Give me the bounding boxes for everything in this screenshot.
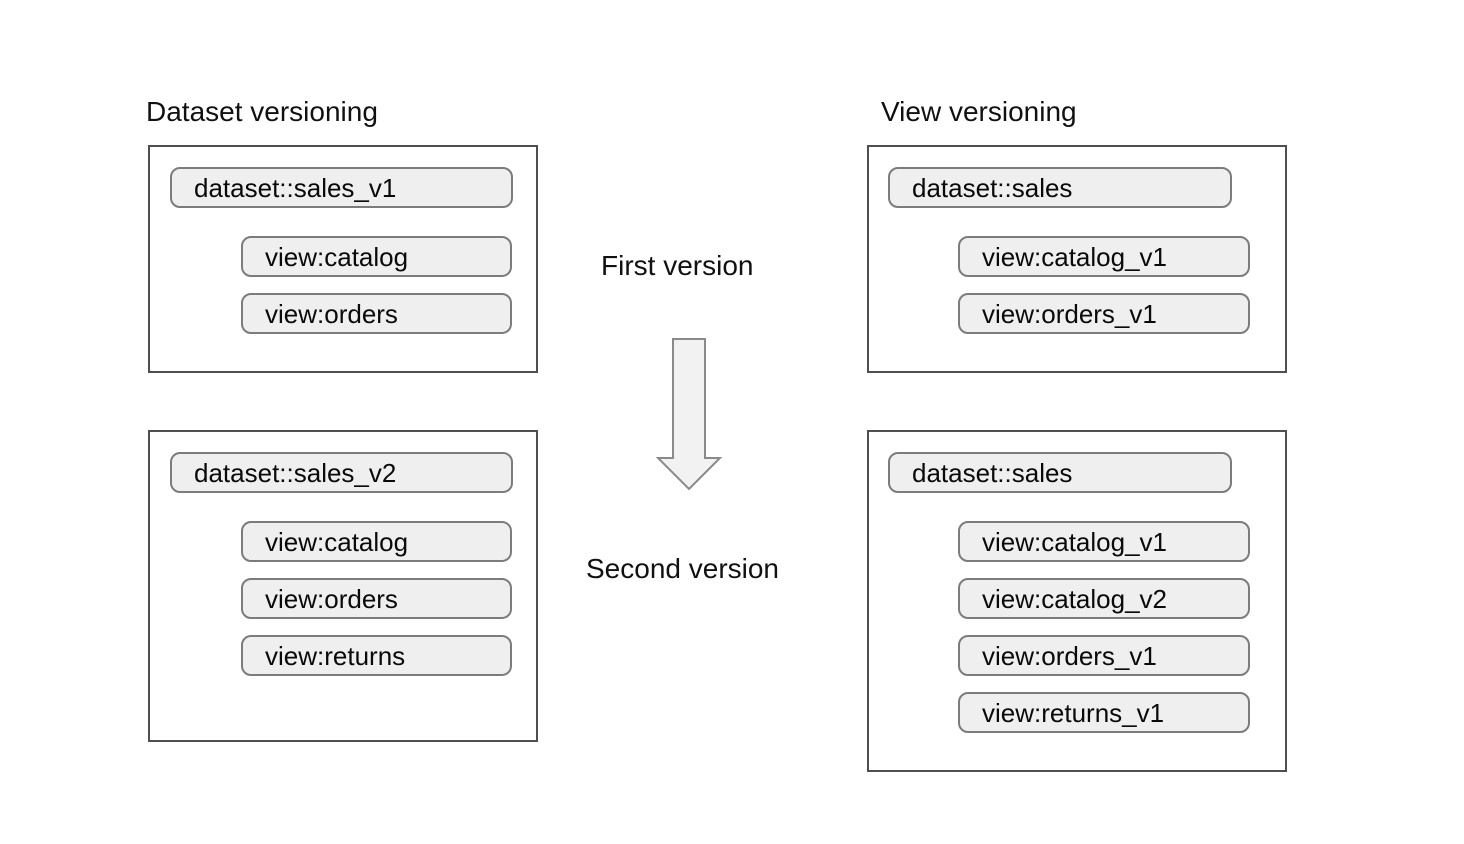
view-pill: view:catalog_v1	[958, 521, 1250, 562]
down-arrow-icon	[656, 338, 722, 491]
dataset-versioning-v2-box: dataset::sales_v2 view:catalog view:orde…	[148, 430, 538, 742]
dataset-versioning-v1-box: dataset::sales_v1 view:catalog view:orde…	[148, 145, 538, 373]
dataset-pill: dataset::sales	[888, 452, 1232, 493]
first-version-label: First version	[601, 250, 754, 281]
view-pill: view:orders	[241, 578, 512, 619]
view-pill: view:catalog_v1	[958, 236, 1250, 277]
view-pill: view:orders_v1	[958, 293, 1250, 334]
view-versioning-v1-box: dataset::sales view:catalog_v1 view:orde…	[867, 145, 1287, 373]
view-versioning-v2-box: dataset::sales view:catalog_v1 view:cata…	[867, 430, 1287, 772]
second-version-label: Second version	[586, 553, 780, 584]
view-pill: view:catalog	[241, 236, 512, 277]
dataset-versioning-title: Dataset versioning	[146, 96, 378, 127]
view-pill: view:catalog	[241, 521, 512, 562]
view-pill: view:orders	[241, 293, 512, 334]
dataset-pill: dataset::sales_v1	[170, 167, 513, 208]
dataset-pill: dataset::sales_v2	[170, 452, 513, 493]
view-pill: view:returns	[241, 635, 512, 676]
view-pill: view:returns_v1	[958, 692, 1250, 733]
dataset-pill: dataset::sales	[888, 167, 1232, 208]
view-pill: view:catalog_v2	[958, 578, 1250, 619]
view-pill: view:orders_v1	[958, 635, 1250, 676]
view-versioning-title: View versioning	[881, 96, 1077, 127]
